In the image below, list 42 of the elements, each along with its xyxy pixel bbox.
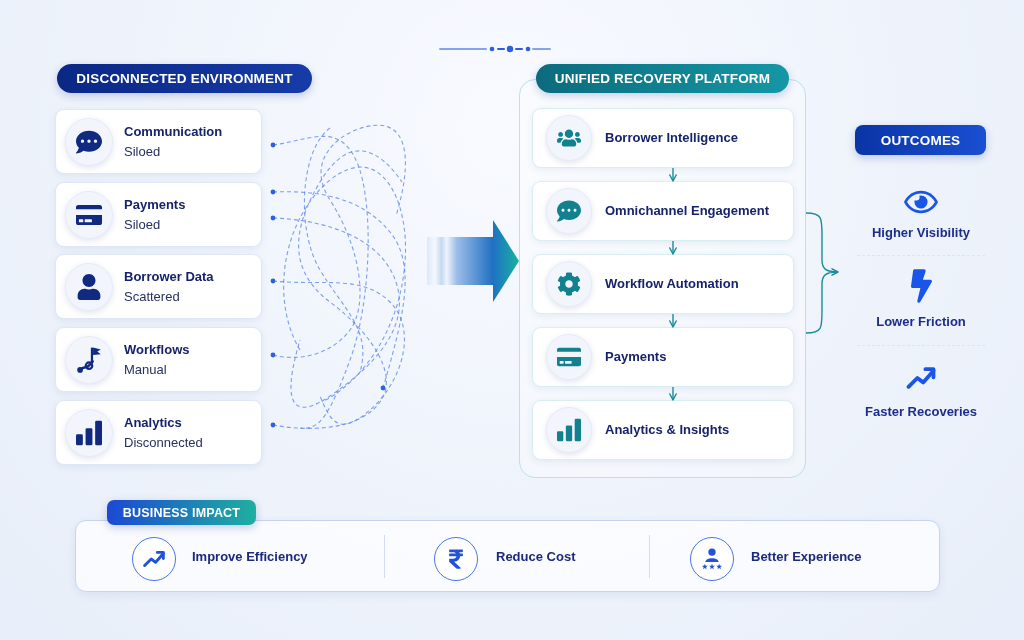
status-text: Siloed	[124, 216, 162, 233]
section-heading: BUSINESS IMPACT	[107, 500, 256, 525]
impact-label: Reduce Cost	[496, 549, 576, 565]
outcome-label: Faster Recoveries	[864, 404, 978, 420]
section-heading: OUTCOMES	[855, 125, 986, 155]
platform-step-card	[532, 327, 794, 387]
impact-label: Improve Efficiency	[192, 549, 308, 565]
step-label: Workflow Automation	[605, 276, 739, 292]
platform-step-card	[532, 254, 794, 314]
arrow	[669, 167, 677, 182]
source-card	[55, 182, 262, 247]
card-title: Workflows	[124, 341, 190, 358]
step-label: Borrower Intelligence	[605, 130, 738, 146]
outcome-label: Higher Visibility	[871, 225, 971, 241]
section-heading: UNIFIED RECOVERY PLATFORM	[536, 64, 789, 93]
big-arrow	[427, 220, 519, 302]
status-text: Scattered	[124, 288, 181, 305]
impact-panel	[75, 520, 940, 592]
arrow	[669, 386, 677, 401]
section-heading: DISCONNECTED ENVIRONMENT	[57, 64, 312, 93]
platform-step-card	[532, 108, 794, 168]
source-card	[55, 254, 262, 319]
brace-arrow	[805, 212, 839, 334]
step-label: Analytics & Insights	[605, 422, 730, 438]
outcome-label: Lower Friction	[875, 314, 967, 330]
card-title: Payments	[124, 196, 186, 213]
arrow	[669, 240, 677, 255]
card-title: Borrower Data	[124, 268, 214, 285]
step-label: Payments	[605, 349, 667, 365]
arrow	[669, 313, 677, 328]
status-text: Siloed	[124, 143, 162, 160]
status-text: Disconnected	[124, 434, 203, 451]
step-label: Omnichannel Engagement	[605, 203, 769, 219]
source-card	[55, 327, 262, 392]
platform-step-card	[532, 181, 794, 241]
card-title: Analytics	[124, 414, 183, 431]
impact-label: Better Experience	[751, 549, 862, 565]
status-text: Manual	[124, 361, 168, 378]
source-card	[55, 400, 262, 465]
platform-step-card	[532, 400, 794, 460]
source-card	[55, 109, 262, 174]
card-title: Communication	[124, 123, 223, 140]
